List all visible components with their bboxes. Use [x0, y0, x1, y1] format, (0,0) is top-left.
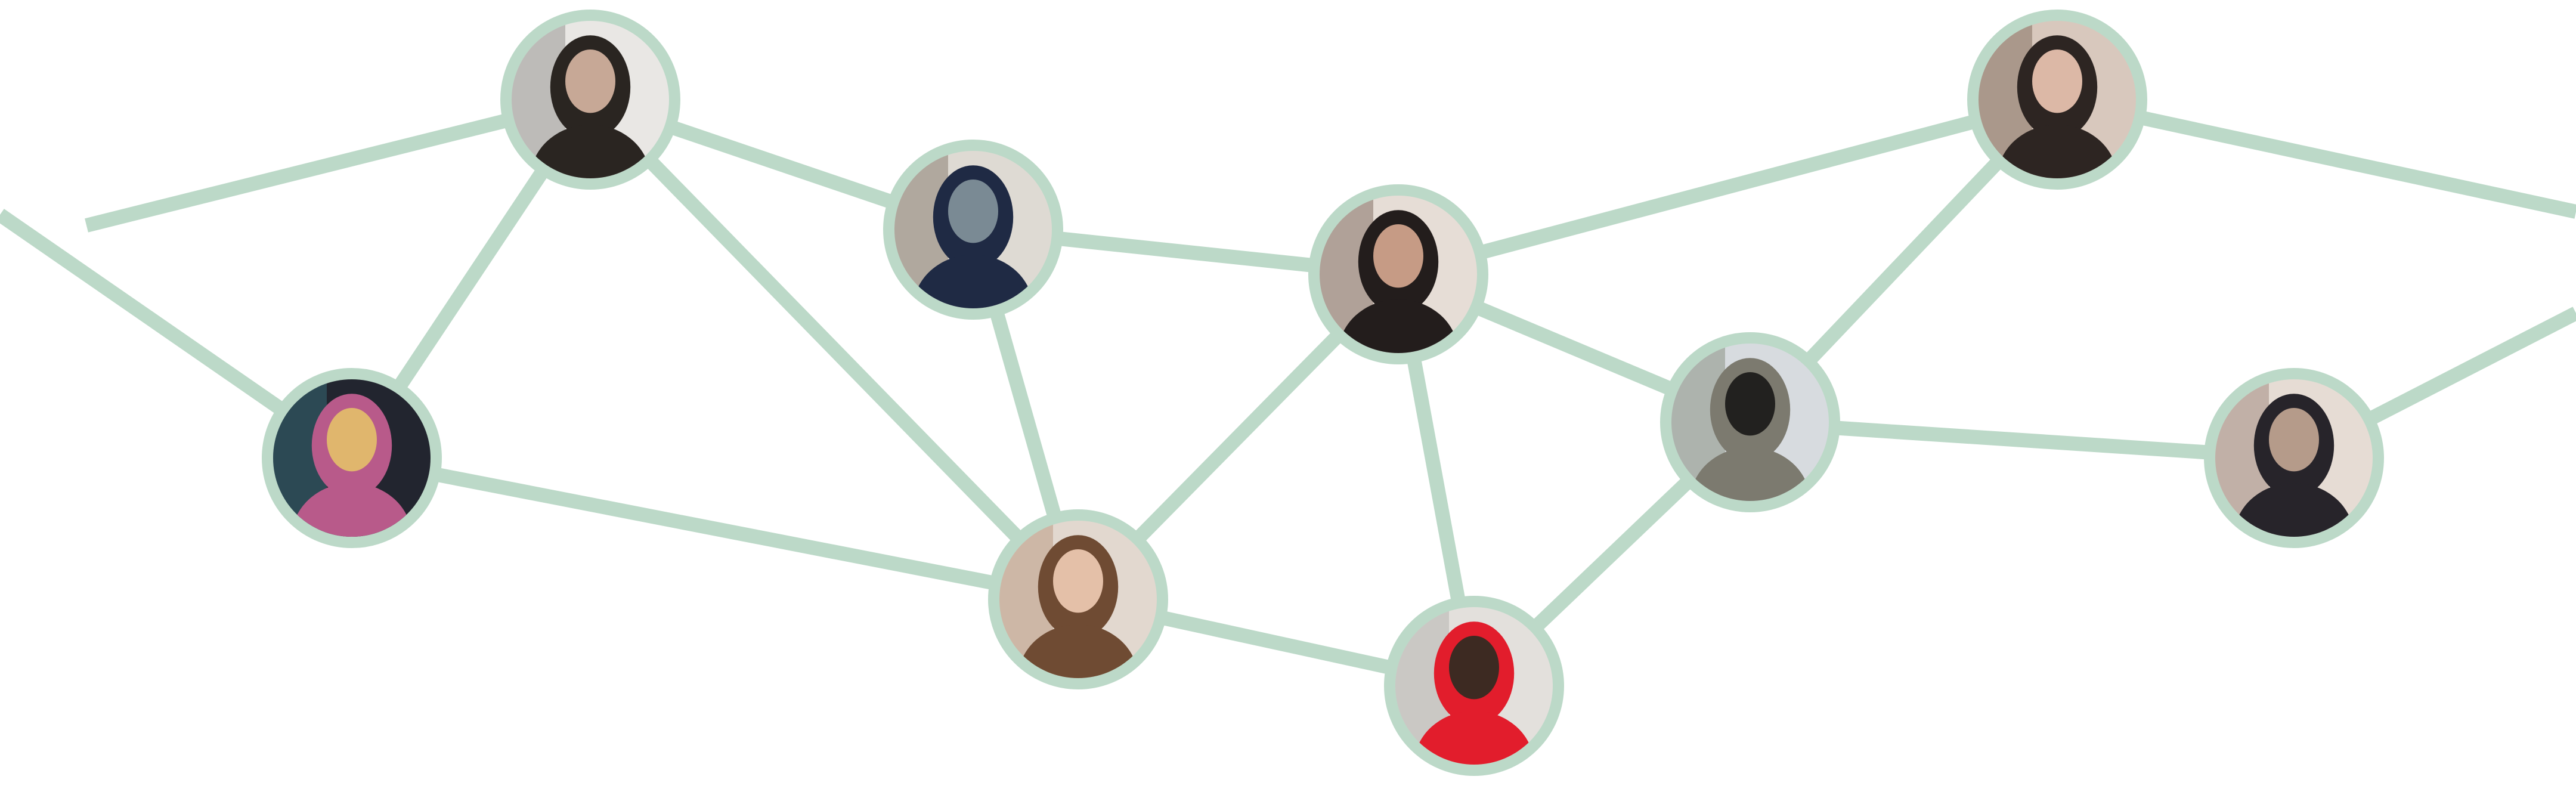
connection-line-n5-n6: [350, 451, 1080, 607]
avatar-photo-man-in-front-of-stone-monument: [1671, 344, 1829, 501]
profile-node-n2[interactable]: [883, 140, 1063, 363]
profile-node-n9[interactable]: [2204, 368, 2384, 592]
avatar-photo-woman-with-curly-hair-in-black-top: [1320, 196, 1477, 353]
avatar-photo-woman-in-red-dress-outdoors: [1395, 607, 1553, 765]
avatar-photo-portrait-with-colorful-light-on-face: [273, 379, 431, 537]
connection-line-n8-n9: [1750, 415, 2295, 465]
avatar-photo-woman-in-navy-dress-on-street: [894, 151, 1052, 308]
avatar-photo-woman-with-long-brown-hair-in-front-of-brick-wall: [1979, 21, 2136, 178]
profile-node-n5[interactable]: [262, 368, 442, 592]
avatar-photo-woman-with-long-wavy-hair-smiling: [999, 521, 1157, 678]
connection-line-n1-n6: [585, 94, 1083, 605]
profile-node-n6[interactable]: [988, 509, 1168, 733]
profile-node-n3[interactable]: [1308, 184, 1488, 408]
connection-line-n3-n4: [1396, 92, 2060, 282]
avatar-photo-woman-in-black-sitting-in-doorway: [2215, 379, 2373, 537]
avatar-photo-woman-with-dark-hair-and-glasses-indoors: [512, 21, 669, 178]
profile-node-n4[interactable]: [1967, 10, 2147, 233]
profile-node-n1[interactable]: [500, 10, 680, 233]
profile-nodes: [262, 10, 2384, 795]
profile-node-n8[interactable]: [1660, 332, 1840, 556]
profile-node-n7[interactable]: [1384, 596, 1564, 795]
